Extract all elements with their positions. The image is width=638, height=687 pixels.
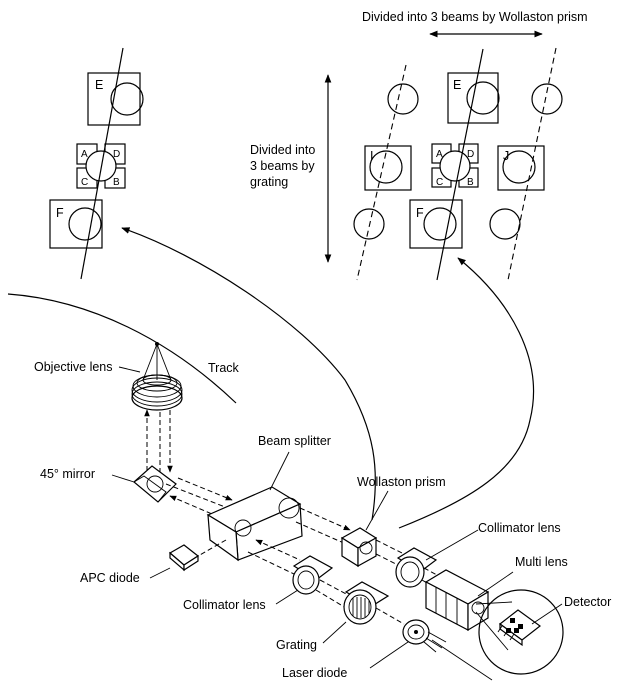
detector-label: Detector [564, 595, 611, 609]
spot-e-circle [110, 82, 144, 116]
quad-b-letter: B [113, 177, 120, 188]
grating-label: Grating [276, 638, 317, 652]
quad-d-letter-right: D [467, 149, 474, 160]
beam-to-apc [197, 539, 227, 557]
spot-f-circle-right [423, 207, 457, 241]
mirror-45 [133, 465, 177, 503]
objective-lens-leader [118, 366, 141, 373]
laser-diode-label: Laser diode [282, 666, 347, 680]
multi-lens-label: Multi lens [515, 555, 568, 569]
wollaston-prism-label: Wollaston prism [357, 475, 446, 489]
beam-splitter-leader [269, 451, 290, 491]
collimator-right-leader [425, 529, 479, 561]
grating-divide-label-2: 3 beams by [250, 159, 315, 173]
side-spot-left-bottom [353, 208, 385, 240]
quad-c-letter-right: C [436, 177, 443, 188]
collimator-lens-left [292, 555, 334, 595]
grating-leader [322, 621, 347, 644]
detector [475, 589, 564, 675]
beam-splitter-label: Beam splitter [258, 434, 331, 448]
laser-diode [402, 619, 447, 653]
grating-spot-pattern: E A D C B F [49, 47, 144, 280]
spot-i-letter: I [370, 149, 373, 163]
spot-j-letter: J [503, 149, 509, 163]
apc-diode-label: APC diode [80, 571, 140, 585]
wollaston-leader [365, 490, 389, 531]
beam-grating-laser [375, 607, 405, 625]
beam-splitter-wollaston-2 [295, 521, 347, 545]
objective-lens [131, 342, 183, 411]
beam-splitter [206, 486, 303, 562]
wollaston-prism [340, 527, 378, 568]
wollaston-divide-label: Divided into 3 beams by Wollaston prism [362, 10, 588, 24]
collimator-lens-right-label: Collimator lens [478, 521, 561, 535]
beam-splitter-wollaston-1 [299, 507, 351, 531]
spot-i-circle [369, 150, 403, 184]
beam-collimator-grating-2 [315, 589, 347, 609]
detector-leader [531, 603, 563, 625]
collimator-lens-left-label: Collimator lens [183, 598, 266, 612]
apc-leader [149, 567, 171, 579]
quad-c-letter: C [81, 177, 88, 188]
arrow-to-grating-pattern [121, 227, 376, 521]
grating-divide-label-1: Divided into [250, 143, 315, 157]
collimator-lens-right [395, 547, 438, 588]
objective-lens-label: Objective lens [34, 360, 113, 374]
spot-f-letter: F [56, 206, 64, 220]
track-label: Track [208, 361, 240, 375]
quad-a-letter: A [81, 149, 88, 160]
beam-collimator-grating-1 [319, 579, 351, 597]
grating-divide-label-3: grating [250, 175, 288, 189]
spot-f-letter-right: F [416, 206, 424, 220]
beam-splitter-collimator-2 [247, 551, 295, 575]
collimator-left-leader [275, 589, 299, 605]
arrow-to-wollaston-pattern [398, 257, 535, 529]
spot-e-letter-right: E [453, 78, 461, 92]
mirror-leader [111, 474, 135, 483]
spot-e-circle-right [466, 81, 500, 115]
quad-b-letter-right: B [467, 177, 474, 188]
side-spot-right-bottom [489, 208, 521, 240]
beam-mirror-splitter-3 [177, 477, 233, 501]
main-spot-circle-right [439, 150, 471, 182]
side-spot-right-top [531, 83, 563, 115]
spot-e-letter: E [95, 78, 103, 92]
side-spot-left-top [387, 83, 419, 115]
quad-d-letter: D [113, 149, 120, 160]
multi-lens-leader [477, 571, 514, 597]
disc-track-arc [7, 293, 237, 404]
optical-axis-tail [431, 639, 493, 681]
laser-diode-leader [369, 641, 409, 669]
side-track-left [356, 64, 407, 281]
apc-diode [168, 544, 200, 572]
mirror-label: 45° mirror [40, 467, 95, 481]
grating [343, 581, 390, 625]
spot-f-circle [68, 207, 102, 241]
beam-splitter-collimator-1 [255, 539, 301, 561]
spot-j-circle [502, 150, 536, 184]
quad-a-letter-right: A [436, 149, 443, 160]
wollaston-spot-pattern: Divided into 3 beams by Wollaston prism … [250, 10, 588, 281]
multi-lens [424, 569, 490, 632]
track-line-left [80, 47, 124, 280]
track-line-right [436, 48, 484, 281]
